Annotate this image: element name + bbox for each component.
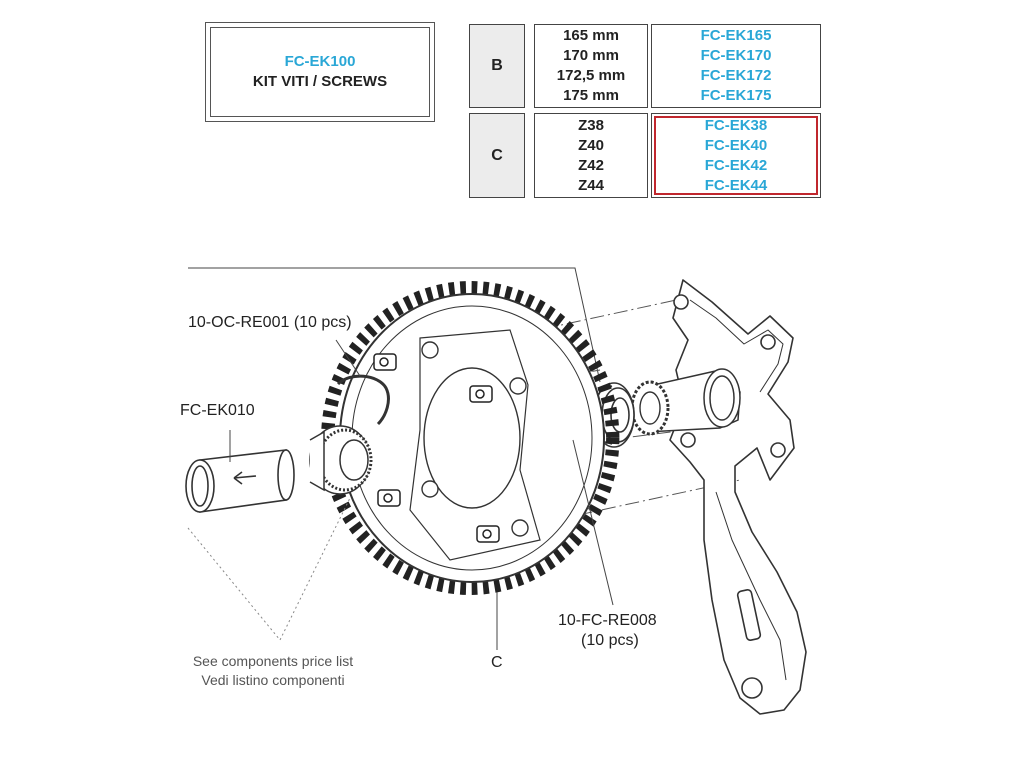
bolt-1 bbox=[373, 353, 397, 371]
highlight-box: FC-EK38 FC-EK40 FC-EK42 FC-EK44 bbox=[654, 116, 818, 195]
arrow-icon bbox=[233, 471, 257, 485]
size-z40: Z40 bbox=[578, 136, 604, 154]
code-ek165[interactable]: FC-EK165 bbox=[700, 27, 772, 44]
code-ek40[interactable]: FC-EK40 bbox=[704, 136, 768, 154]
note-price-list: See components price list Vedi listino c… bbox=[180, 652, 366, 690]
size-z44: Z44 bbox=[578, 176, 604, 194]
kit-box: FC-EK100 KIT VITI / SCREWS bbox=[205, 22, 435, 122]
size-172: 172,5 mm bbox=[556, 67, 626, 84]
note-line-it: Vedi listino componenti bbox=[201, 672, 345, 688]
code-ek172[interactable]: FC-EK172 bbox=[700, 67, 772, 84]
code-ek170[interactable]: FC-EK170 bbox=[700, 47, 772, 64]
size-z38: Z38 bbox=[578, 116, 604, 134]
size-z42: Z42 bbox=[578, 156, 604, 174]
leader-clip bbox=[335, 339, 361, 377]
code-ek44[interactable]: FC-EK44 bbox=[704, 176, 768, 194]
crank-arm bbox=[669, 279, 807, 715]
size-165: 165 mm bbox=[563, 27, 619, 44]
bolt-3 bbox=[377, 489, 401, 507]
kit-box-inner: FC-EK100 KIT VITI / SCREWS bbox=[210, 27, 430, 117]
note-leader-dotted bbox=[187, 497, 351, 641]
row-c-letter: C bbox=[491, 146, 503, 164]
code-ek42[interactable]: FC-EK42 bbox=[704, 156, 768, 174]
row-b-letter-cell: B bbox=[469, 24, 525, 108]
sleeve bbox=[185, 449, 295, 513]
bolt-2 bbox=[469, 385, 493, 403]
kit-description: KIT VITI / SCREWS bbox=[252, 73, 388, 90]
label-bolt-code: 10-FC-RE008 bbox=[558, 612, 657, 629]
note-line-en: See components price list bbox=[192, 653, 354, 669]
label-spindle-code[interactable]: FC-EK010 bbox=[180, 402, 255, 419]
row-b-codes-cell: FC-EK165 FC-EK170 FC-EK172 FC-EK175 bbox=[651, 24, 821, 108]
spline-washer bbox=[630, 380, 670, 436]
row-b-letter: B bbox=[491, 57, 503, 74]
row-c-codes-cell: FC-EK38 FC-EK40 FC-EK42 FC-EK44 bbox=[651, 113, 821, 198]
code-ek175[interactable]: FC-EK175 bbox=[700, 87, 772, 104]
size-175: 175 mm bbox=[563, 87, 619, 104]
bolt-4 bbox=[476, 525, 500, 543]
row-c-sizes-cell: Z38 Z40 Z42 Z44 bbox=[534, 113, 648, 198]
row-c-letter-cell: C bbox=[469, 113, 525, 198]
row-b-sizes-cell: 165 mm 170 mm 172,5 mm 175 mm bbox=[534, 24, 648, 108]
clip-ring bbox=[336, 374, 390, 426]
kit-code[interactable]: FC-EK100 bbox=[284, 53, 356, 70]
label-bolt-qty: (10 pcs) bbox=[581, 632, 639, 649]
label-ring-code: 10-OC-RE001 (10 pcs) bbox=[188, 314, 352, 331]
leader-bolt bbox=[572, 439, 614, 606]
label-chainring-letter: C bbox=[491, 654, 503, 671]
leader-line-top bbox=[188, 267, 601, 383]
code-ek38[interactable]: FC-EK38 bbox=[704, 116, 768, 134]
chainring bbox=[321, 281, 620, 595]
lockring bbox=[309, 425, 373, 495]
size-170: 170 mm bbox=[563, 47, 619, 64]
chainring-bolts bbox=[373, 353, 500, 543]
